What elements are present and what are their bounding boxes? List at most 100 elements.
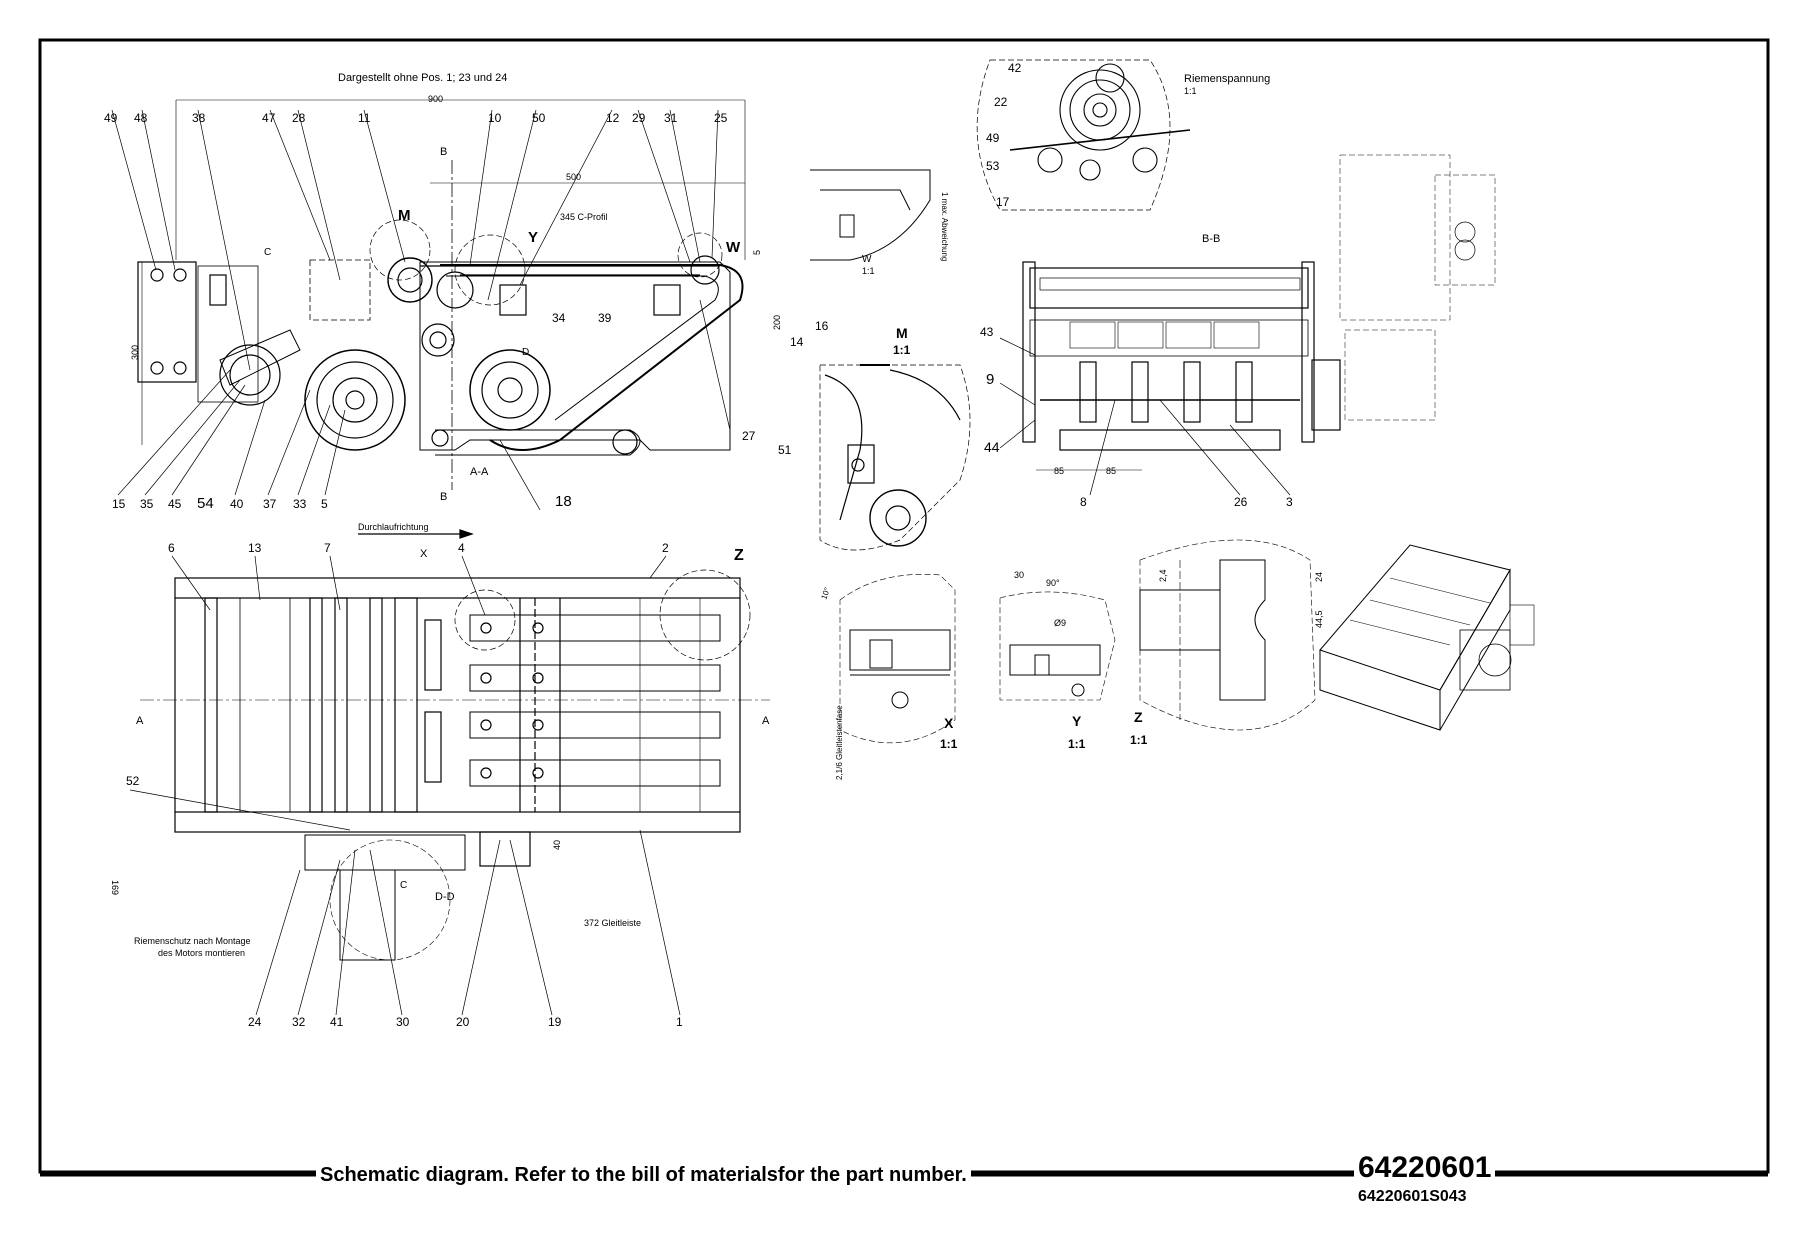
dim-40: 40 xyxy=(552,840,562,850)
balloon-24: 24 xyxy=(248,1015,262,1029)
detail-x: X 1:1 10° 2,1/6 Gleitleistenfase xyxy=(819,574,958,780)
detail-mark-w: W xyxy=(726,239,741,256)
balloon-1: 1 xyxy=(676,1015,683,1029)
balloon-18: 18 xyxy=(555,493,572,510)
dim-10deg: 10° xyxy=(819,586,832,600)
caption-text: Schematic diagram. Refer to the bill of … xyxy=(316,1160,971,1190)
balloon-5: 5 xyxy=(321,497,328,511)
balloon-2: 2 xyxy=(662,541,669,555)
balloon-35: 35 xyxy=(140,497,154,511)
belt-tension-title: Riemenspannung xyxy=(1184,73,1270,85)
balloon-22: 22 xyxy=(994,95,1008,109)
section-label-aa: A-A xyxy=(470,466,489,478)
detail-z-label: Z xyxy=(1134,709,1143,725)
detail-m-balloons: 16 14 51 xyxy=(778,319,829,457)
dim-345-c-profile: 345 C-Profil xyxy=(560,212,608,222)
dim-169: 169 xyxy=(110,880,120,895)
section-mark-b-bottom: B xyxy=(440,491,447,503)
detail-mark-z: Z xyxy=(734,547,744,564)
detail-y: 30 90° Ø9 Y 1:1 xyxy=(999,570,1116,751)
detail-x-label: X xyxy=(944,715,954,731)
balloon-49-detail: 49 xyxy=(986,131,1000,145)
glide-strip-label: 372 Gleitleiste xyxy=(584,918,641,928)
detail-w-note: 1 max. Abweichung xyxy=(940,192,949,261)
balloon-27: 27 xyxy=(742,429,756,443)
balloon-40: 40 xyxy=(230,497,244,511)
detail-m: M 1:1 xyxy=(819,325,971,551)
section-label-bb: B-B xyxy=(1202,233,1220,245)
balloon-4: 4 xyxy=(458,541,465,555)
dim-85-right: 85 xyxy=(1106,466,1116,476)
section-mark-c: C xyxy=(264,247,271,258)
section-bb: B-B 85 85 xyxy=(1022,154,1496,476)
drawing-frame xyxy=(38,38,1770,1174)
detail-mark-x: X xyxy=(420,548,428,560)
balloon-26: 26 xyxy=(1234,495,1248,509)
balloon-19: 19 xyxy=(548,1015,562,1029)
balloon-49: 49 xyxy=(104,111,118,125)
balloon-7: 7 xyxy=(324,541,331,555)
balloon-30: 30 xyxy=(396,1015,410,1029)
detail-belt-tension: Riemenspannung 1:1 xyxy=(976,59,1270,211)
section-mark-b-top: B xyxy=(440,146,447,158)
balloon-15: 15 xyxy=(112,497,126,511)
detail-w-label: W xyxy=(862,254,872,265)
dim-90deg: 90° xyxy=(1046,578,1060,588)
balloon-51: 51 xyxy=(778,443,792,457)
balloon-52: 52 xyxy=(126,774,140,788)
balloon-3: 3 xyxy=(1286,495,1293,509)
section-bb-balloons: 43 9 44 8 26 3 xyxy=(980,325,1293,509)
dim-900: 900 xyxy=(428,94,443,104)
balloon-17: 17 xyxy=(996,195,1010,209)
balloon-28: 28 xyxy=(292,111,306,125)
detail-w-scale: 1:1 xyxy=(862,266,875,276)
detail-mark-m: M xyxy=(398,207,411,224)
balloon-13: 13 xyxy=(248,541,262,555)
dim-2-4: 2,4 xyxy=(1158,569,1168,582)
balloon-32: 32 xyxy=(292,1015,306,1029)
dim-5: 5 xyxy=(752,250,762,255)
balloon-14: 14 xyxy=(790,335,804,349)
belt-tension-balloons: 42 22 49 53 17 xyxy=(986,61,1022,209)
side-view-balloons: 49 48 38 47 28 11 10 50 12 29 31 25 34 3… xyxy=(104,111,756,512)
drawing-number: 64220601 xyxy=(1354,1148,1496,1188)
balloon-11: 11 xyxy=(358,111,371,125)
flow-direction-label: Durchlaufrichtung xyxy=(358,522,429,532)
balloon-53: 53 xyxy=(986,159,1000,173)
section-label-dd: D-D xyxy=(435,891,455,903)
balloon-34: 34 xyxy=(552,311,566,325)
balloon-50: 50 xyxy=(532,111,546,125)
isometric-view xyxy=(1319,544,1535,731)
detail-w: W 1:1 1 max. Abweichung xyxy=(810,169,949,276)
balloon-31: 31 xyxy=(664,111,678,125)
dim-24: 24 xyxy=(1314,572,1324,582)
section-mark-c-bottom: C xyxy=(400,880,407,891)
balloon-42: 42 xyxy=(1008,61,1022,75)
side-view-leaders xyxy=(111,109,731,511)
balloon-47: 47 xyxy=(262,111,276,125)
glide-chamfer-note: 2,1/6 Gleitleistenfase xyxy=(835,705,844,780)
detail-z-scale: 1:1 xyxy=(1130,733,1148,747)
balloon-43: 43 xyxy=(980,325,994,339)
balloon-48: 48 xyxy=(134,111,148,125)
belt-tension-scale: 1:1 xyxy=(1184,86,1197,96)
balloon-33: 33 xyxy=(293,497,307,511)
detail-z: 2,4 24 44,5 Z 1:1 xyxy=(1130,539,1324,747)
detail-y-label: Y xyxy=(1072,713,1082,729)
balloon-54: 54 xyxy=(197,495,214,512)
section-mark-a-right: A xyxy=(762,715,770,727)
top-view: A A Z X D-D 40 169 Riemenschutz xyxy=(110,547,770,961)
balloon-38: 38 xyxy=(192,111,206,125)
detail-mark-y: Y xyxy=(528,229,538,246)
dim-phi9: Ø9 xyxy=(1054,618,1066,628)
dim-85-left: 85 xyxy=(1054,466,1064,476)
guard-note-line-1: Riemenschutz nach Montage xyxy=(134,936,251,946)
detail-m-label: M xyxy=(896,325,908,341)
dim-500: 500 xyxy=(566,172,581,182)
detail-x-scale: 1:1 xyxy=(940,737,958,751)
section-bb-leaders xyxy=(999,337,1291,496)
balloon-9: 9 xyxy=(986,371,994,388)
drawing-sheet-id: 64220601S043 xyxy=(1358,1188,1467,1205)
balloon-16: 16 xyxy=(815,319,829,333)
dim-44-5: 44,5 xyxy=(1314,610,1324,628)
